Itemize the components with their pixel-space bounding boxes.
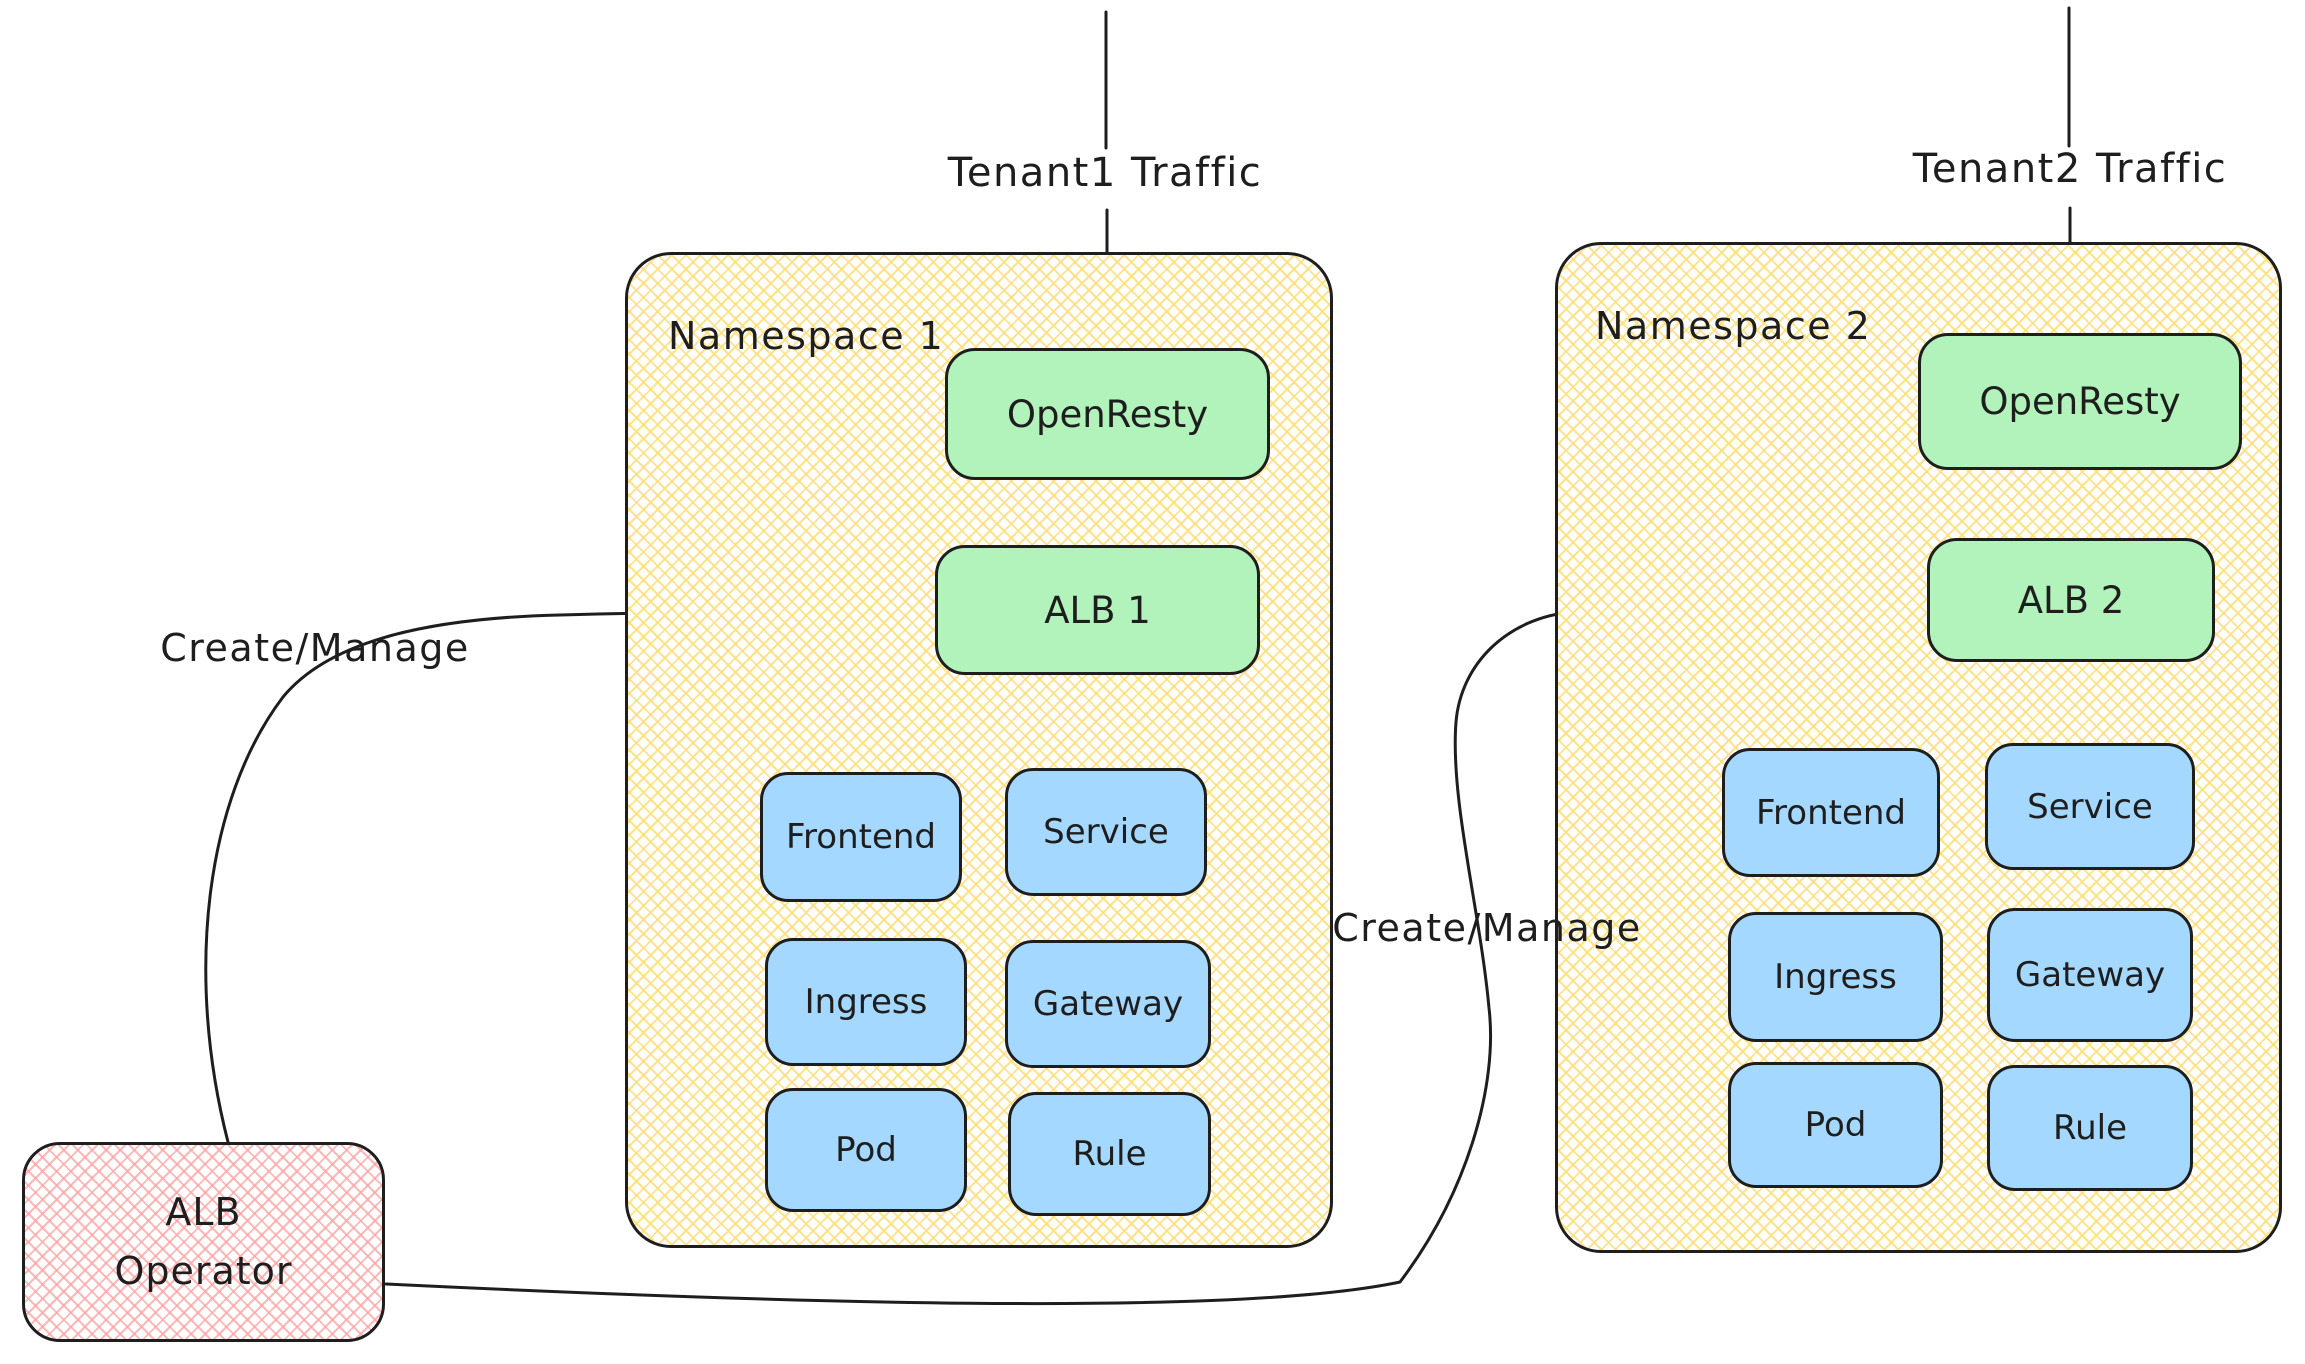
ns2-pod-box: Pod [1728, 1062, 1943, 1188]
create-manage-label-1: Create/Manage [160, 626, 470, 670]
ns2-openresty-label: OpenResty [1979, 380, 2181, 423]
tenant1-traffic-label: Tenant1 Traffic [947, 150, 1263, 196]
alb-operator-label-line2: Operator [114, 1249, 293, 1293]
ns1-rule-box: Rule [1008, 1092, 1211, 1216]
namespace-2-label: Namespace 2 [1595, 304, 1872, 348]
create-manage-label-2: Create/Manage [1332, 906, 1642, 950]
alb-operator-label-line1: ALB [165, 1190, 242, 1235]
ns1-pod-box: Pod [765, 1088, 967, 1212]
ns1-openresty-box: OpenResty [945, 348, 1270, 480]
ns1-service-box: Service [1005, 768, 1207, 896]
ns2-alb-label: ALB 2 [2017, 578, 2125, 622]
ns2-frontend-box: Frontend [1722, 748, 1940, 877]
ns2-alb-box: ALB 2 [1927, 538, 2215, 662]
tenant2-traffic-label: Tenant2 Traffic [1912, 146, 2228, 192]
ns2-service-box: Service [1985, 743, 2195, 870]
ns1-gateway-box: Gateway [1005, 940, 1211, 1068]
ns2-gateway-box: Gateway [1987, 908, 2193, 1042]
ns2-openresty-box: OpenResty [1918, 333, 2242, 470]
ns2-ingress-box: Ingress [1728, 912, 1943, 1042]
ns2-rule-box: Rule [1987, 1065, 2193, 1191]
ns1-alb-box: ALB 1 [935, 545, 1260, 675]
namespace-1-label: Namespace 1 [668, 314, 945, 358]
ns1-alb-label: ALB 1 [1044, 588, 1151, 632]
ns1-openresty-label: OpenResty [1006, 392, 1209, 436]
ns1-ingress-box: Ingress [765, 938, 967, 1066]
alb-operator-box: ALB Operator [22, 1142, 385, 1342]
ns1-frontend-box: Frontend [760, 772, 962, 902]
